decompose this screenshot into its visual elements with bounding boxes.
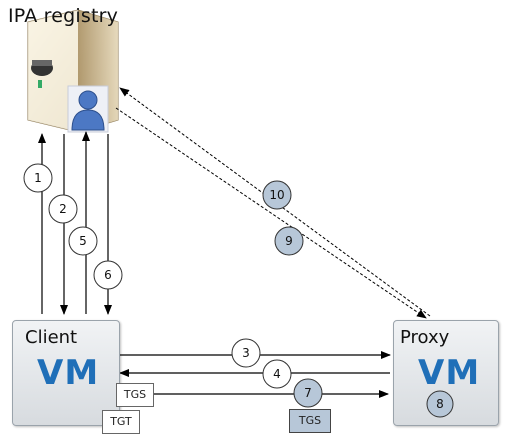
step-2: 2 xyxy=(48,194,78,224)
tgs-client-tag: TGS xyxy=(116,383,154,407)
tgs-proxy-tag: TGS xyxy=(289,409,331,433)
client-vm-text: VM xyxy=(37,353,100,393)
client-label: Client xyxy=(25,327,78,348)
proxy-vm-text: VM xyxy=(418,353,481,393)
svg-text:5: 5 xyxy=(79,234,87,248)
step-6: 6 xyxy=(93,260,123,290)
svg-text:1: 1 xyxy=(34,171,42,185)
user-icon xyxy=(67,85,109,133)
step-3: 3 xyxy=(231,338,261,368)
step-7: 7 xyxy=(293,378,323,408)
step-10: 10 xyxy=(262,180,292,210)
tgt-tag: TGT xyxy=(102,410,140,434)
proxy-label: Proxy xyxy=(400,327,450,348)
client-vm-box: Client VM xyxy=(12,320,120,426)
arrow-step-9 xyxy=(115,107,427,319)
svg-text:10: 10 xyxy=(269,188,284,202)
svg-text:7: 7 xyxy=(304,386,312,400)
step-8: 8 xyxy=(426,390,454,418)
step-5: 5 xyxy=(68,226,98,256)
step-9: 9 xyxy=(274,226,304,256)
step-4: 4 xyxy=(262,359,292,389)
svg-text:2: 2 xyxy=(59,202,67,216)
svg-text:9: 9 xyxy=(285,234,293,248)
svg-text:6: 6 xyxy=(104,268,112,282)
step-1: 1 xyxy=(23,163,53,193)
svg-text:8: 8 xyxy=(436,397,444,411)
proxy-vm-box: Proxy VM 8 xyxy=(393,320,499,426)
svg-text:4: 4 xyxy=(273,367,281,381)
registry-title: IPA registry xyxy=(8,5,119,27)
svg-text:3: 3 xyxy=(242,346,250,360)
